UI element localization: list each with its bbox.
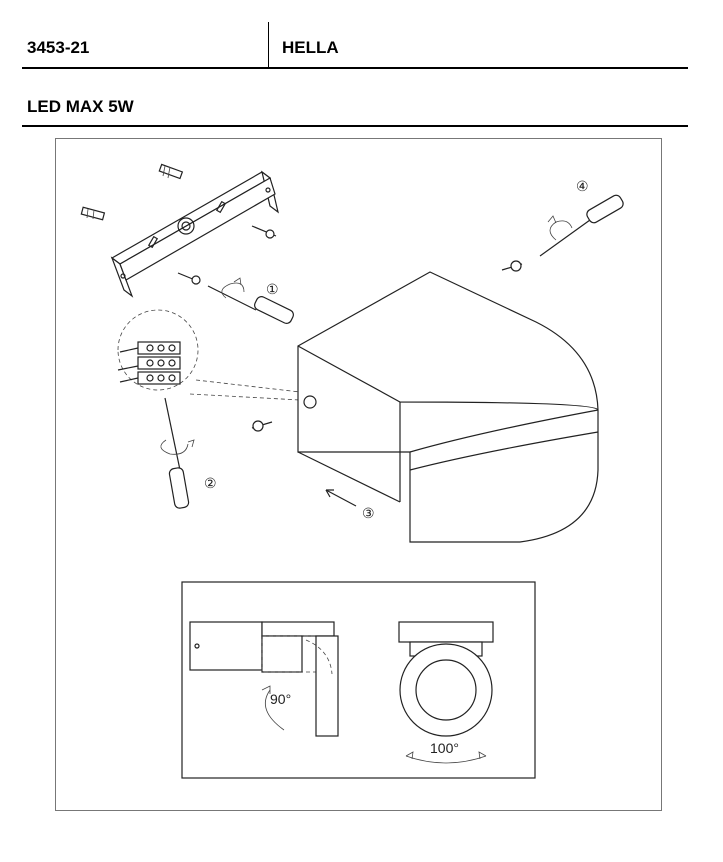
screw-icon xyxy=(251,225,277,239)
side-view xyxy=(189,621,339,737)
terminal-block-detail xyxy=(117,309,301,401)
rotation-angle-label: 100° xyxy=(430,740,459,756)
screwdriver-icon xyxy=(207,277,294,324)
screw-icon xyxy=(251,420,273,432)
header-rule xyxy=(22,67,688,69)
product-name: HELLA xyxy=(282,38,339,57)
step-label-3: ③ xyxy=(362,506,375,522)
front-view xyxy=(398,621,494,764)
mounting-bracket xyxy=(110,170,279,298)
step-label-4: ④ xyxy=(576,179,589,195)
subtitle-rule xyxy=(22,125,688,127)
step-label-1: ① xyxy=(266,282,279,298)
screwdriver-icon xyxy=(539,194,624,257)
screw-icon xyxy=(177,272,201,285)
adjustment-detail-box xyxy=(181,581,536,779)
wall-plug-icon xyxy=(80,206,106,221)
installation-diagram-frame xyxy=(55,138,662,811)
screw-icon xyxy=(501,260,523,272)
wall-plug-icon xyxy=(158,163,184,180)
header-divider xyxy=(268,22,269,68)
wall-luminaire xyxy=(297,271,599,543)
product-code: 3453-21 xyxy=(27,38,90,57)
screwdriver-icon xyxy=(160,397,195,509)
slide-arrow-icon xyxy=(325,489,357,507)
product-subtitle: LED MAX 5W xyxy=(27,97,134,116)
header-row: 3453-21 HELLA xyxy=(22,22,688,68)
step-label-2: ② xyxy=(204,476,217,492)
tilt-angle-label: 90° xyxy=(270,691,291,707)
